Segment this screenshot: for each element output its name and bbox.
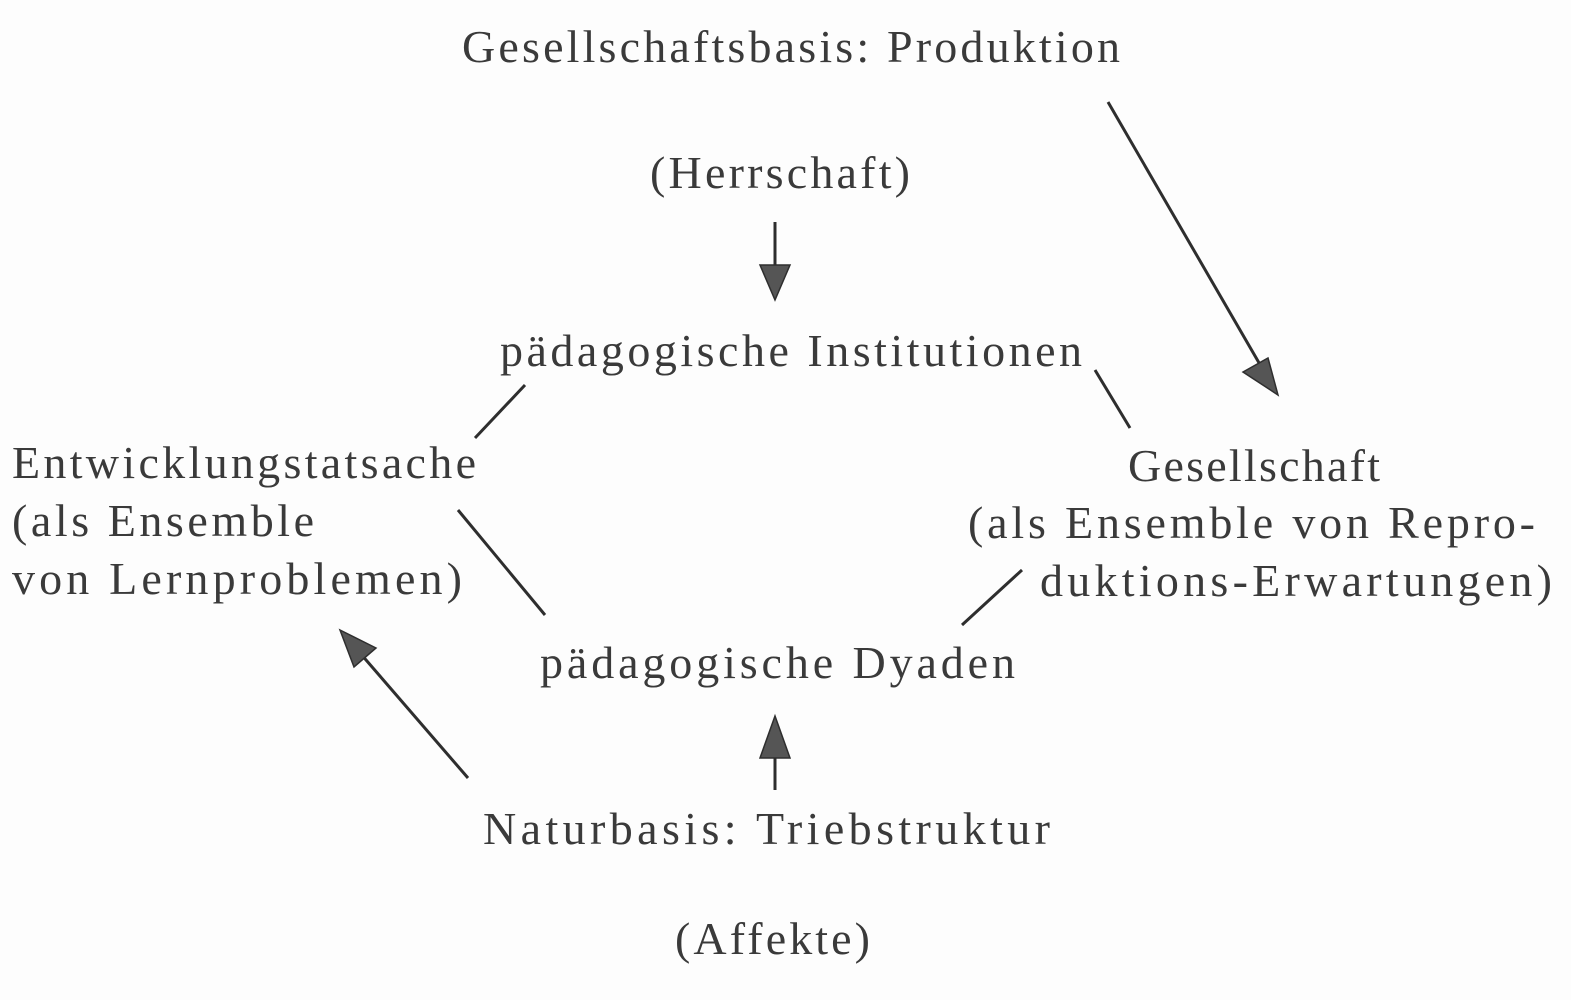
arrow-nature-to-development (338, 628, 470, 779)
node-society-line1: Gesellschaft (1128, 440, 1380, 491)
node-development-line1: Entwicklungstatsache (12, 437, 476, 488)
node-dyads: pädagogische Dyaden (540, 637, 1015, 688)
node-nature-base: Naturbasis: Triebstruktur (483, 803, 1050, 854)
node-society-line2: (als Ensemble von Repro- (968, 497, 1535, 548)
node-affects: (Affekte) (675, 913, 870, 964)
node-development-line3: von Lernproblemen) (12, 553, 462, 604)
arrow-domination-to-institutions (758, 222, 792, 302)
node-domination: (Herrschaft) (650, 147, 910, 198)
connector-society-dyads (960, 568, 1024, 627)
node-institutions: pädagogische Institutionen (500, 325, 1082, 376)
node-development-line2: (als Ensemble (12, 495, 314, 546)
node-production-base: Gesellschaftsbasis: Produktion (462, 21, 1120, 72)
connector-institutions-society (1093, 369, 1132, 429)
connector-institutions-development (473, 383, 527, 440)
arrow-nature-to-dyads (758, 713, 792, 790)
node-society-line3: duktions-Erwartungen) (1040, 555, 1552, 606)
connector-development-dyads (456, 509, 547, 616)
arrow-production-to-society (1106, 101, 1280, 397)
